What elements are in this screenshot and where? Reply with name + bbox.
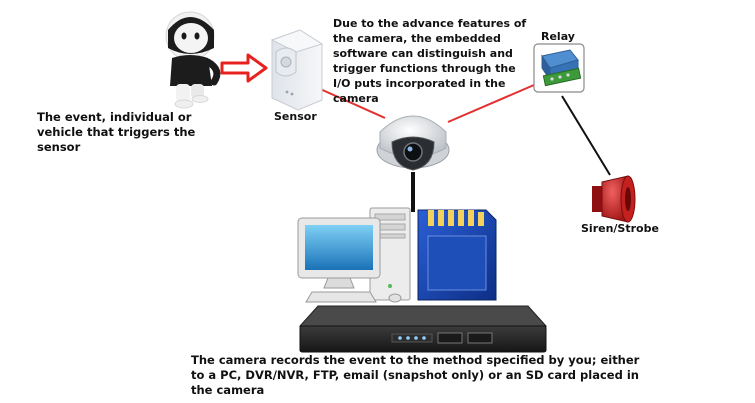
dvr-recorder-icon [298, 305, 548, 353]
siren-icon [592, 175, 636, 223]
camera-relay-line [447, 84, 535, 123]
relay-icon [533, 43, 585, 93]
sensor-label: Sensor [274, 110, 317, 123]
trigger-arrow-icon [220, 53, 268, 83]
sd-card-icon [417, 209, 497, 301]
records-text: The camera records the event to the meth… [191, 353, 640, 397]
siren-label: Siren/Strobe [581, 222, 659, 235]
event-text: The event, individual or vehicle that tr… [37, 110, 196, 154]
sensor-camera-line [317, 87, 386, 119]
person-icon [165, 11, 221, 109]
computer-icon [297, 207, 411, 303]
relay-siren-line [561, 95, 611, 176]
camera-features-text: Due to the advance features of the camer… [333, 17, 527, 105]
dome-camera-icon [376, 115, 450, 171]
connectors [317, 84, 611, 212]
motion-sensor-icon [270, 29, 324, 111]
relay-label: Relay [541, 30, 575, 43]
